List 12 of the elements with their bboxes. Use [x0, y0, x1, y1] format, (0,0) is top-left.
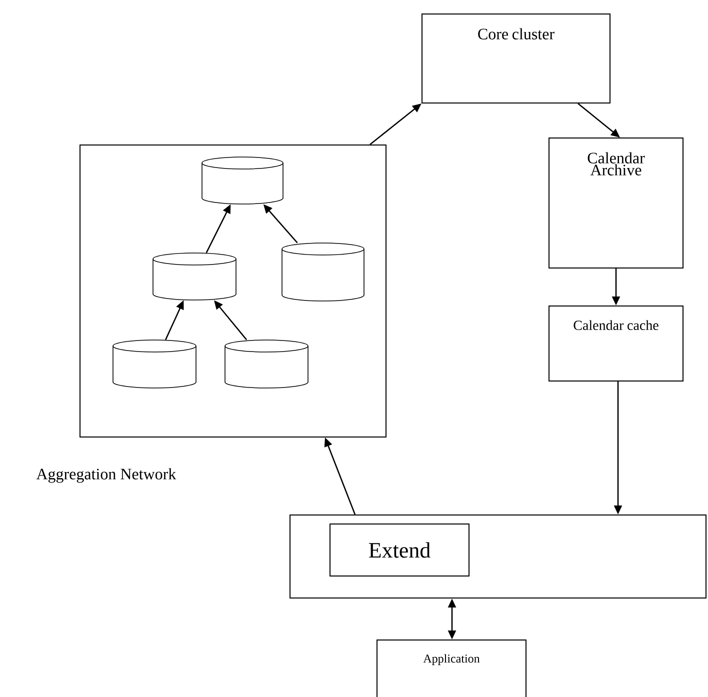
database-cylinder — [202, 156, 284, 204]
database-cylinder — [224, 340, 308, 388]
process-box: Application — [376, 640, 526, 697]
process-box: Core cluster — [422, 14, 610, 104]
database-cylinder — [152, 252, 236, 300]
container-box — [290, 514, 706, 598]
database-cylinder — [112, 340, 196, 388]
process-box: Calendar Archive — [548, 138, 684, 268]
database-cylinder — [282, 242, 364, 302]
node-label: Aggregation Network — [36, 468, 176, 483]
process-box: Extend — [330, 524, 470, 576]
process-box: Calendar cache — [548, 306, 684, 382]
